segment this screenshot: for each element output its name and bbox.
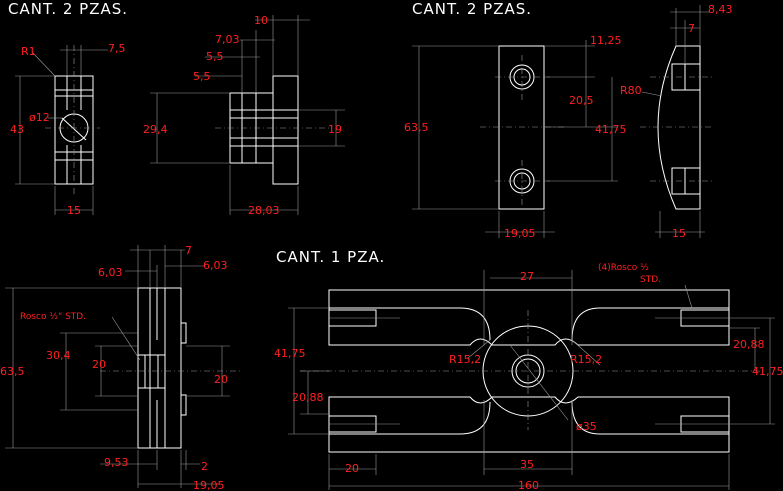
dim-6-03-a: 6,03 xyxy=(98,266,123,279)
part-a-front-view xyxy=(15,45,108,215)
dim-7-5: 7,5 xyxy=(108,42,126,55)
dim-20-88-left: 20,88 xyxy=(292,391,324,404)
dim-dia35: ø35 xyxy=(576,420,597,433)
dim-dia12: ø12 xyxy=(29,111,50,124)
dim-5-5-a: 5,5 xyxy=(206,50,224,63)
dim-2: 2 xyxy=(201,460,208,473)
dim-7-03: 7,03 xyxy=(215,33,240,46)
part-c-top-view xyxy=(288,270,775,490)
dim-r15-2-left: R15,2 xyxy=(449,353,481,366)
dim-43: 43 xyxy=(10,123,24,136)
dim-35: 35 xyxy=(520,458,534,471)
dim-19-05-b: 19,05 xyxy=(504,227,536,240)
dim-7-c: 7 xyxy=(185,244,192,257)
dim-19: 19 xyxy=(328,123,342,136)
dim-rosco-c: Rosco ½" STD. xyxy=(20,312,86,322)
dim-7-b: 7 xyxy=(688,22,695,35)
dim-20-c: 20 xyxy=(345,462,359,475)
dim-30-4: 30,4 xyxy=(46,349,71,362)
dim-r15-2-right: R15,2 xyxy=(570,353,602,366)
title-middle: CANT. 1 PZA. xyxy=(276,248,385,266)
dim-20-5: 20,5 xyxy=(569,94,594,107)
dim-r80: R80 xyxy=(620,84,642,97)
dim-41-75-right: 41,75 xyxy=(752,365,783,378)
dim-41-75-b: 41,75 xyxy=(595,123,627,136)
part-c-side-view xyxy=(5,245,240,488)
dim-9-53: 9,53 xyxy=(104,456,129,469)
part-b-side-view xyxy=(640,5,712,238)
dim-27: 27 xyxy=(520,270,534,283)
part-b-front-view xyxy=(412,40,618,238)
dim-20-b: 20 xyxy=(214,373,228,386)
dim-10: 10 xyxy=(254,14,268,27)
dim-19-05-c: 19,05 xyxy=(193,479,225,491)
title-top-left: CANT. 2 PZAS. xyxy=(8,0,128,18)
dim-20-88-right: 20,88 xyxy=(733,338,765,351)
dim-rosco-4: (4)Rosco ½ xyxy=(598,263,649,273)
dim-15: 15 xyxy=(67,204,81,217)
dim-15-b: 15 xyxy=(672,227,686,240)
dim-8-43: 8,43 xyxy=(708,3,733,16)
dim-20-a: 20 xyxy=(92,358,106,371)
dim-r1: R1 xyxy=(21,45,36,58)
dim-28-03: 28,03 xyxy=(248,204,280,217)
part-a-side-view xyxy=(150,15,345,215)
title-top-right: CANT. 2 PZAS. xyxy=(412,0,532,18)
dim-63-5-b: 63,5 xyxy=(404,121,429,134)
dim-41-75-left: 41,75 xyxy=(274,347,306,360)
dim-29-4: 29,4 xyxy=(143,123,168,136)
dim-6-03-b: 6,03 xyxy=(203,259,228,272)
dim-160: 160 xyxy=(518,479,539,491)
dim-11-25: 11,25 xyxy=(590,34,622,47)
dim-5-5-b: 5,5 xyxy=(193,70,211,83)
dim-std: STD. xyxy=(640,275,661,285)
dim-63-5-c: 63,5 xyxy=(0,365,25,378)
